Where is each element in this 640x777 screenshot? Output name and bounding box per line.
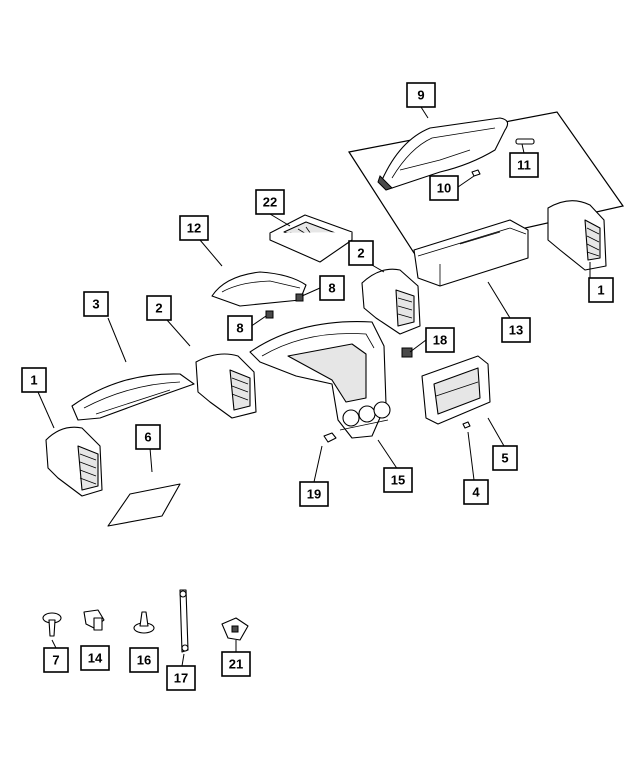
callout-13-label: 13 bbox=[509, 323, 523, 338]
callout-18-label: 18 bbox=[433, 333, 447, 348]
part-8-clip-b bbox=[265, 310, 274, 319]
part-13-glovebox-tray bbox=[413, 219, 529, 287]
part-12-bezel-cover bbox=[211, 271, 307, 307]
callout-2-lower: 2 bbox=[146, 295, 172, 321]
callout-8-upper: 8 bbox=[319, 275, 345, 301]
callout-8-lower: 8 bbox=[227, 315, 253, 341]
callout-21: 21 bbox=[221, 651, 251, 677]
callout-12-label: 12 bbox=[187, 221, 201, 236]
part-17-ground-strap bbox=[179, 589, 189, 653]
callout-5: 5 bbox=[492, 445, 518, 471]
callout-15: 15 bbox=[383, 467, 413, 493]
callout-6-label: 6 bbox=[144, 430, 151, 445]
callout-1-right: 1 bbox=[588, 277, 614, 303]
callout-22-label: 22 bbox=[263, 195, 277, 210]
part-3-upper-cover bbox=[71, 373, 195, 421]
callout-10: 10 bbox=[429, 175, 459, 201]
callout-22: 22 bbox=[255, 189, 285, 215]
callout-16-label: 16 bbox=[137, 653, 151, 668]
callout-11-label: 11 bbox=[517, 158, 531, 173]
callout-15-label: 15 bbox=[391, 473, 405, 488]
callout-2-upper-label: 2 bbox=[357, 246, 364, 261]
part-9-upper-trim-panel bbox=[377, 117, 509, 191]
callout-19: 19 bbox=[299, 481, 329, 507]
callout-6: 6 bbox=[135, 424, 161, 450]
part-15-instrument-panel-bezel bbox=[249, 321, 391, 439]
part-1-left-air-vent bbox=[45, 426, 103, 497]
part-2-center-right-air-vent bbox=[361, 268, 421, 335]
part-1-right-air-vent bbox=[547, 200, 607, 271]
callout-8-lower-label: 8 bbox=[236, 321, 243, 336]
callout-3: 3 bbox=[83, 291, 109, 317]
callout-3-label: 3 bbox=[92, 297, 99, 312]
part-11-pin bbox=[515, 138, 535, 145]
callout-4-label: 4 bbox=[472, 485, 480, 500]
callout-7: 7 bbox=[43, 647, 69, 673]
part-7-push-pin bbox=[42, 612, 62, 637]
part-21-connector bbox=[221, 617, 249, 641]
callout-1-left: 1 bbox=[21, 367, 47, 393]
callout-4: 4 bbox=[463, 479, 489, 505]
part-19-clip bbox=[323, 432, 337, 443]
part-5-radio-bezel bbox=[421, 355, 491, 425]
part-2-left-center-air-vent bbox=[195, 353, 257, 419]
leader-lines bbox=[37, 106, 591, 667]
callout-14-label: 14 bbox=[88, 651, 103, 666]
callout-13: 13 bbox=[501, 317, 531, 343]
callout-8-upper-label: 8 bbox=[328, 281, 335, 296]
part-10-screw bbox=[471, 169, 481, 177]
part-22-storage-bin bbox=[269, 214, 353, 263]
callout-17: 17 bbox=[166, 665, 196, 691]
part-18-switch bbox=[401, 347, 413, 358]
callout-5-label: 5 bbox=[501, 451, 508, 466]
callout-12: 12 bbox=[179, 215, 209, 241]
callout-1-left-label: 1 bbox=[30, 373, 37, 388]
callout-7-label: 7 bbox=[52, 653, 59, 668]
callout-9: 9 bbox=[406, 82, 436, 108]
part-6-panel-cover bbox=[107, 483, 181, 527]
callout-1-right-label: 1 bbox=[597, 283, 604, 298]
callout-2-lower-label: 2 bbox=[155, 301, 162, 316]
callout-14: 14 bbox=[80, 645, 110, 671]
callout-16: 16 bbox=[129, 647, 159, 673]
part-16-screw bbox=[133, 611, 155, 634]
callout-2-upper: 2 bbox=[348, 240, 374, 266]
part-4-screw bbox=[462, 421, 471, 429]
part-8-clip-a bbox=[295, 293, 304, 302]
callout-21-label: 21 bbox=[229, 657, 243, 672]
callout-19-label: 19 bbox=[307, 487, 321, 502]
callout-17-label: 17 bbox=[174, 671, 188, 686]
callout-9-label: 9 bbox=[417, 88, 424, 103]
callout-10-label: 10 bbox=[437, 181, 451, 196]
part-14-retainer bbox=[83, 609, 105, 631]
callout-11: 11 bbox=[509, 152, 539, 178]
callout-18: 18 bbox=[425, 327, 455, 353]
